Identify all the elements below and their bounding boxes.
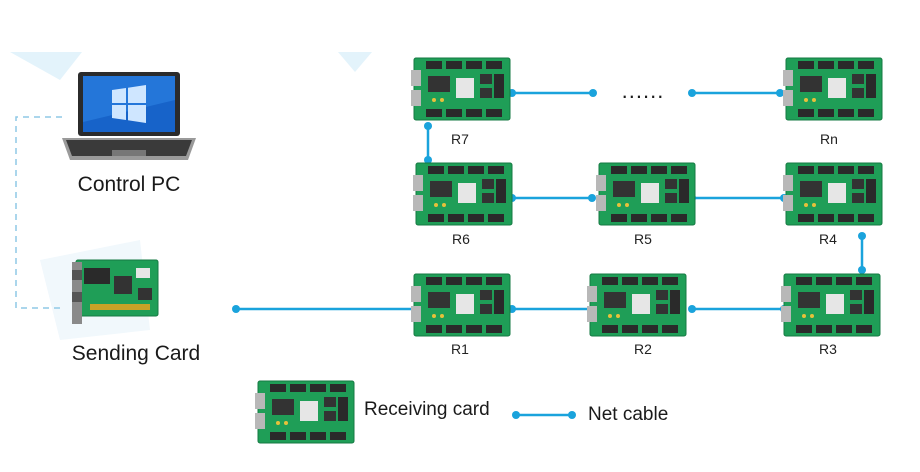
receiving-card-icon-r7 [410,57,511,121]
chain-ellipsis: ...... [621,78,665,103]
receiver-label-rn: Rn [820,131,838,147]
pc-to-sender-dashed-link [15,116,62,309]
legend-net-cable-dot [568,411,576,419]
receiver-label-r1: R1 [451,341,469,357]
receiving-card-icon-r5 [595,162,696,226]
receiver-label-r4: R4 [819,231,837,247]
sending-card-label: Sending Card [71,342,201,365]
receiver-label-r3: R3 [819,341,837,357]
sending-card-icon [72,259,159,324]
laptop-icon [62,72,196,160]
receiving-card-icon-r4 [782,162,883,226]
receiving-card-icon-r2 [586,273,687,337]
receiver-label-r2: R2 [634,341,652,357]
receiver-label-r5: R5 [634,231,652,247]
receiver-label-r6: R6 [452,231,470,247]
receiving-card-icon-r3 [780,273,881,337]
control-pc-label: Control PC [77,173,181,196]
background-glow [338,52,372,72]
receiving-card-icon-r1 [410,273,511,337]
net-cables [236,91,864,311]
receiving-card-icon-rn [782,57,883,121]
receiving-card-icon-r6 [412,162,513,226]
legend-net-cable-label: Net cable [588,404,669,425]
legend-receiving-card-label: Receiving card [364,399,490,420]
receiver-label-r7: R7 [451,131,469,147]
cable-endpoints [232,89,866,313]
legend-net-cable-dot [512,411,520,419]
background-glow [10,52,82,80]
legend-receiving-card-icon [254,380,355,444]
